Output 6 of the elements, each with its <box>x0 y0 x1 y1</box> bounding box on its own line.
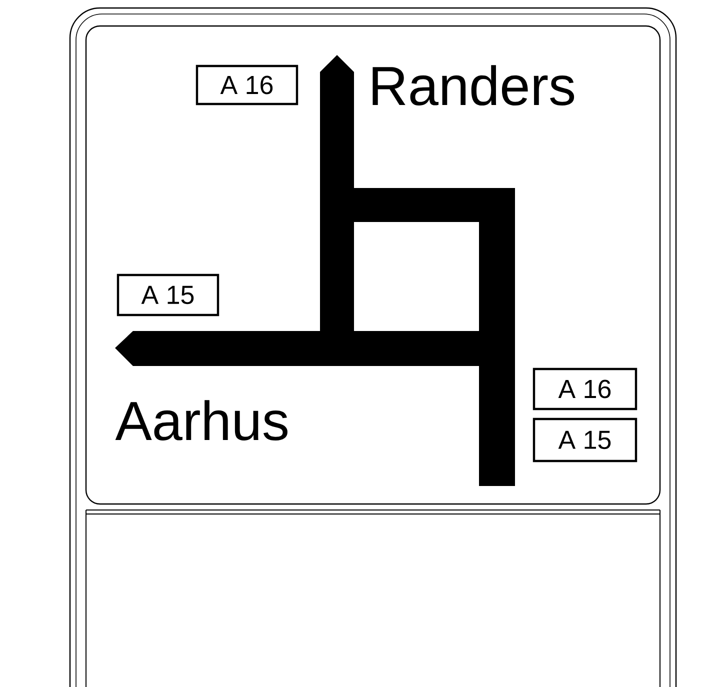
place-name: Aarhus <box>115 400 288 441</box>
route-number-shield: A 15 <box>532 418 638 462</box>
route-number-shield: A 16 <box>196 64 298 106</box>
route-number-shield: A 16 <box>532 368 638 410</box>
place-name: Randers <box>372 65 574 106</box>
route-number-shield: A 15 <box>116 274 220 316</box>
